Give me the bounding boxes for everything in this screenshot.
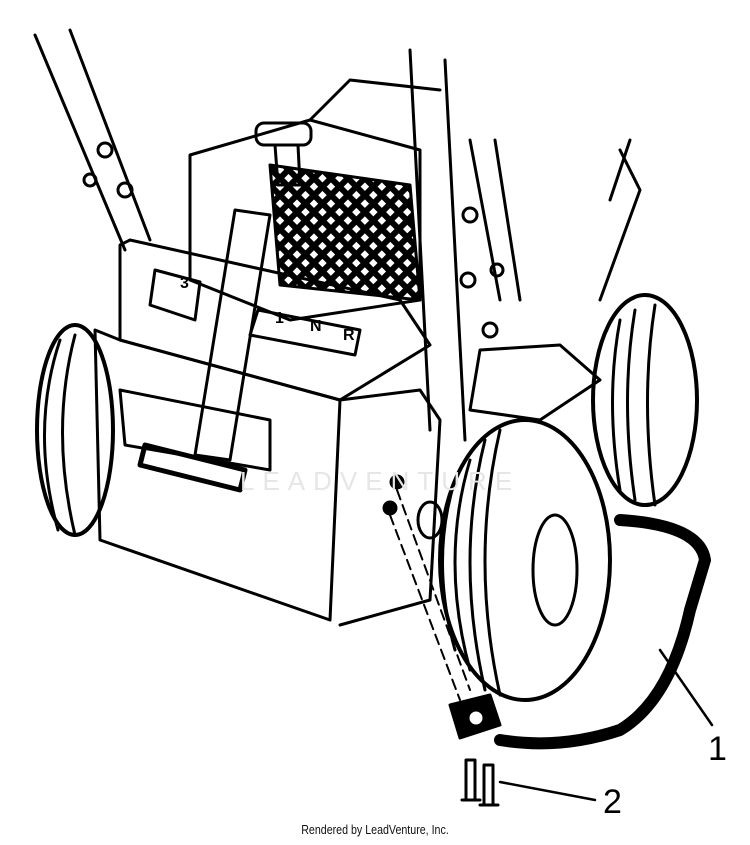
- tine-housing: [35, 323, 442, 627]
- engine: [188, 78, 442, 322]
- left-handlebar: [33, 28, 152, 252]
- depth-bar: [448, 514, 711, 750]
- bolts: [460, 758, 500, 807]
- shift-label-3: 3: [180, 275, 189, 292]
- wheel-rear: [468, 293, 699, 507]
- shift-lever: [193, 208, 272, 462]
- shift-label-n: N: [310, 318, 322, 335]
- callout-2[interactable]: 2: [603, 783, 622, 821]
- shift-label-1: 1: [275, 310, 284, 327]
- engine-grille: [268, 163, 422, 302]
- right-handlebar: [408, 48, 642, 442]
- wheel-front: [416, 418, 612, 702]
- callout-1[interactable]: 1: [708, 730, 727, 768]
- shift-label-r: R: [343, 327, 355, 344]
- leader-line-2: [498, 780, 597, 802]
- footer-credit: Rendered by LeadVenture, Inc.: [301, 822, 449, 837]
- watermark: LEADVENTURE: [240, 466, 521, 496]
- leader-line-1: [658, 648, 714, 727]
- gas-cap: [254, 121, 313, 147]
